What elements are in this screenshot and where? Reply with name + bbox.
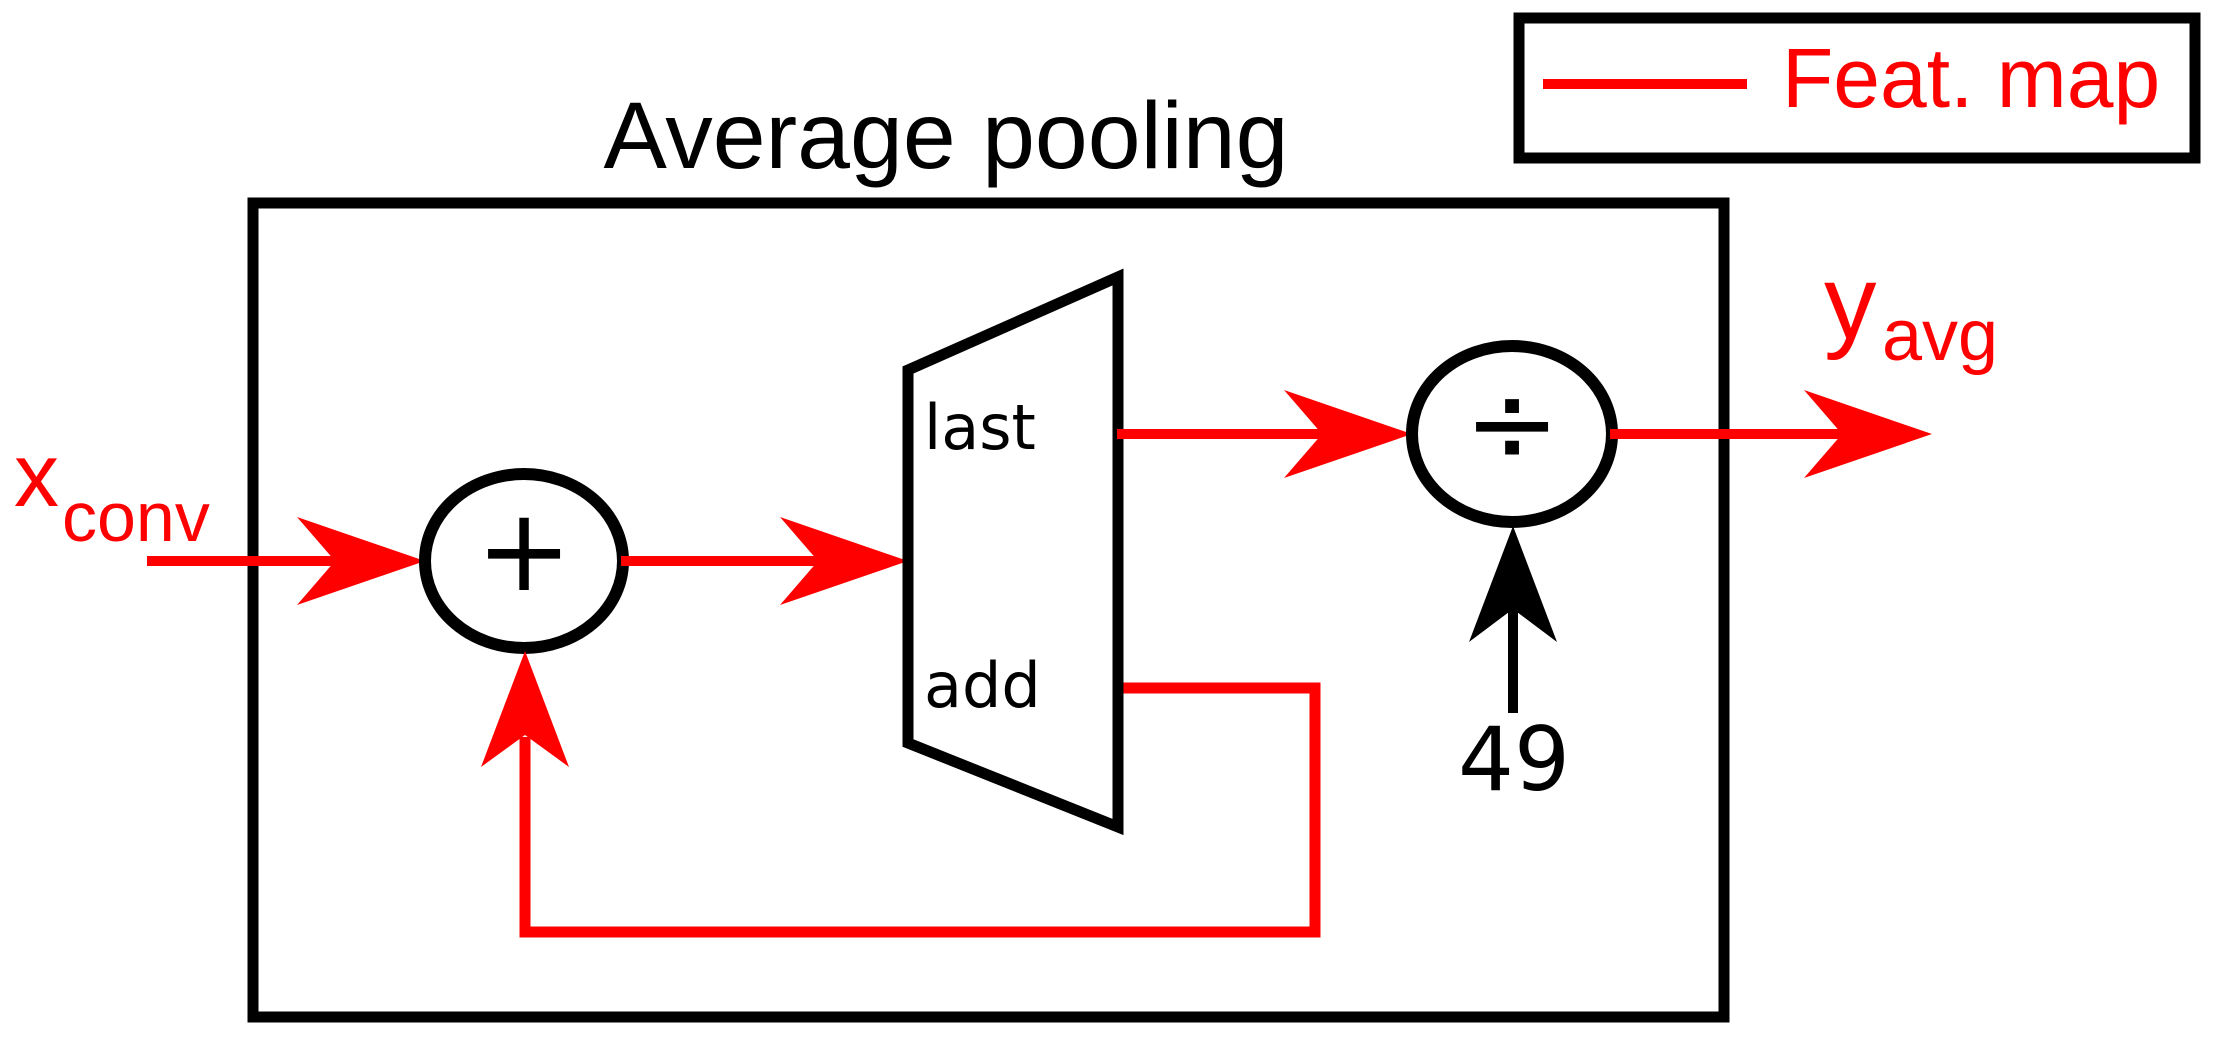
selector-node: last add: [902, 268, 1124, 836]
divisor-arrowhead-icon: [1469, 526, 1557, 642]
input-label-subscript: conv: [62, 478, 210, 556]
plus-symbol: +: [476, 484, 572, 618]
selector-option-add: add: [924, 649, 1041, 722]
selector-option-last: last: [924, 391, 1036, 464]
input-signal-label: x conv: [14, 426, 210, 556]
output-label-subscript: avg: [1882, 296, 1998, 376]
legend-label: Feat. map: [1782, 31, 2160, 125]
legend: Feat. map: [1513, 12, 2201, 164]
divisor-value: 49: [1458, 708, 1570, 811]
selector-to-divider-arrowhead-icon: [1284, 390, 1412, 478]
block-title: Average pooling: [604, 83, 1289, 189]
legend-box: [1513, 12, 2201, 164]
input-arrow: [147, 517, 425, 605]
divide-symbol: ÷: [1464, 357, 1560, 491]
adder-node: +: [419, 468, 629, 654]
selector-trapezoid: [902, 268, 1124, 836]
pooling-block-boundary: [247, 197, 1730, 1023]
output-signal-label: y avg: [1824, 244, 1998, 376]
input-label-base: x: [14, 426, 59, 526]
output-arrow: [1610, 390, 1932, 478]
selector-to-divider-arrow: [1117, 390, 1412, 478]
feedback-line: [519, 682, 1321, 938]
output-label-base: y: [1824, 244, 1877, 361]
adder-to-selector-arrowhead-icon: [780, 517, 908, 605]
divider-node: ÷: [1406, 340, 1618, 528]
input-arrowhead-icon: [297, 517, 425, 605]
feedback-loop: [481, 651, 1321, 938]
divisor-input: 49: [1458, 526, 1570, 811]
output-arrowhead-icon: [1804, 390, 1932, 478]
adder-to-selector-arrow: [621, 517, 908, 605]
feedback-arrowhead-icon: [481, 651, 569, 767]
